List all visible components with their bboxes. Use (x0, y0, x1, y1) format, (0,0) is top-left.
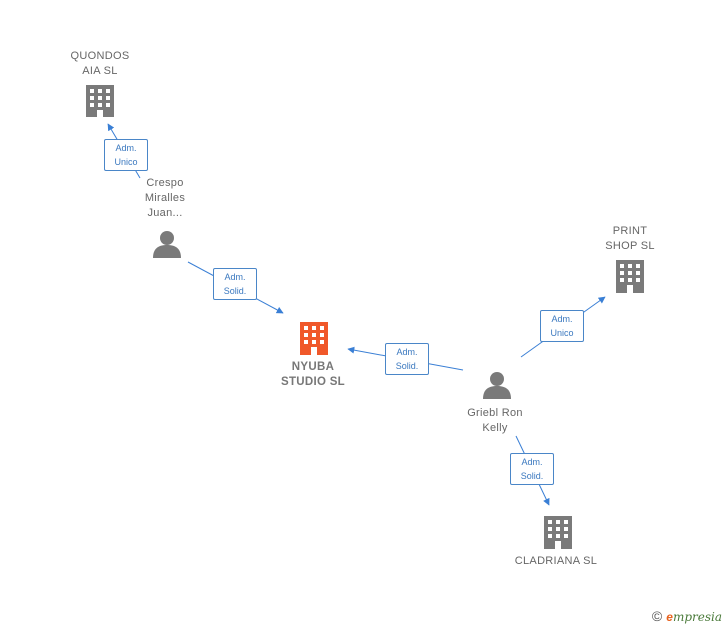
node-label-quondos[interactable]: QUONDOS AIA SL (70, 50, 130, 77)
copyright-watermark: ©empresia (652, 608, 722, 624)
edge-label-crespo-quondos: Adm. Unico (104, 139, 148, 171)
edge-label-griebl-cladriana: Adm. Solid. (510, 453, 554, 485)
building-icon[interactable] (86, 85, 114, 117)
node-label-griebl[interactable]: Griebl Ron Kelly (467, 407, 523, 434)
node-label-print-shop[interactable]: PRINT SHOP SL (605, 225, 655, 252)
person-icon[interactable] (483, 372, 511, 399)
copyright-symbol: © (651, 608, 663, 624)
node-label-crespo[interactable]: Crespo Miralles Juan... (144, 177, 186, 219)
node-label-cladriana[interactable]: CLADRIANA SL (514, 555, 598, 567)
building-icon[interactable] (616, 260, 644, 293)
edge-label-griebl-print: Adm. Unico (540, 310, 584, 342)
node-label-nyuba[interactable]: NYUBA STUDIO SL (280, 361, 346, 388)
building-icon[interactable] (300, 322, 328, 355)
brand-logo-text: mpresia (672, 610, 722, 624)
edge-label-crespo-nyuba: Adm. Solid. (213, 268, 257, 300)
brand-logo-initial: e (666, 610, 673, 624)
building-icon[interactable] (544, 516, 572, 549)
person-icon[interactable] (153, 231, 181, 258)
edge-label-griebl-nyuba: Adm. Solid. (385, 343, 429, 375)
